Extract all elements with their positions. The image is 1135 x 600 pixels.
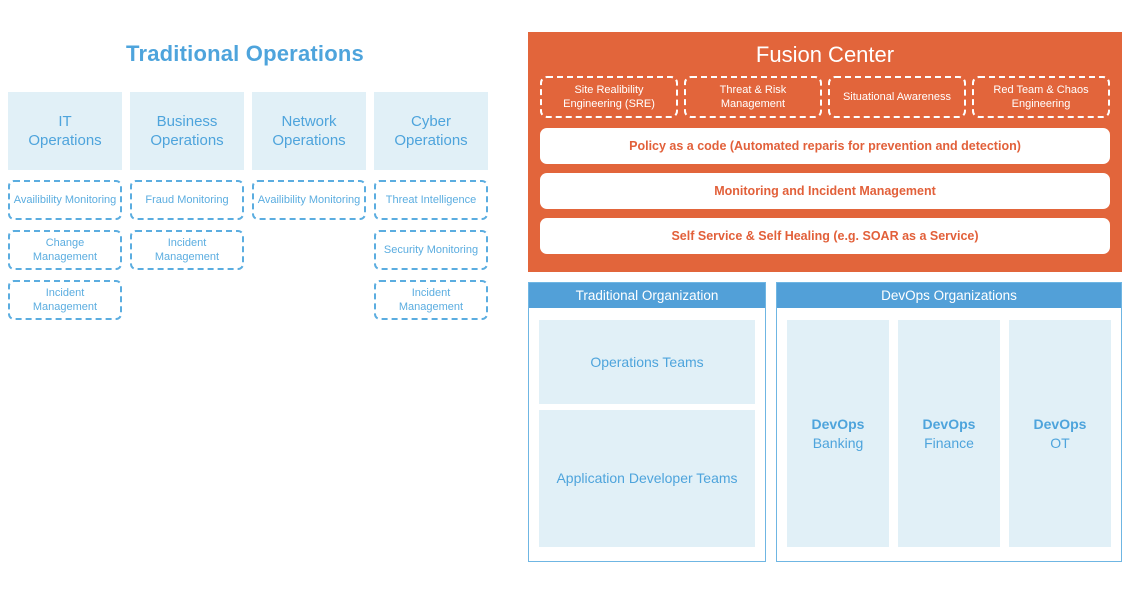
- traditional-organization-header: Traditional Organization: [529, 283, 765, 308]
- ops-item-cyber-1[interactable]: Security Monitoring: [374, 230, 488, 270]
- ops-item-business-0[interactable]: Fraud Monitoring: [130, 180, 244, 220]
- ops-item-it-2[interactable]: Incident Management: [8, 280, 122, 320]
- traditional-team-operations[interactable]: Operations Teams: [539, 320, 755, 404]
- devops-unit-banking-top: DevOps: [811, 415, 865, 432]
- fusion-pillar-sre[interactable]: Site Realibility Engineering (SRE): [540, 76, 678, 118]
- fusion-layer-self-service-self-healing[interactable]: Self Service & Self Healing (e.g. SOAR a…: [540, 218, 1110, 254]
- fusion-center-title: Fusion Center: [755, 42, 895, 67]
- ops-item-cyber-2[interactable]: Incident Management: [374, 280, 488, 320]
- devops-organizations-body: DevOps Banking DevOps Finance DevOps OT: [777, 308, 1121, 561]
- devops-unit-finance[interactable]: DevOps Finance: [898, 320, 1000, 547]
- devops-unit-ot-top: DevOps: [1033, 415, 1087, 432]
- devops-unit-ot-bottom: OT: [1050, 434, 1070, 451]
- traditional-organization-body: Operations Teams Application Developer T…: [529, 308, 765, 561]
- devops-organizations-header: DevOps Organizations: [777, 283, 1121, 308]
- ops-item-network-0[interactable]: Availibility Monitoring: [252, 180, 366, 220]
- devops-organizations-panel: DevOps Organizations DevOps Banking DevO…: [776, 282, 1122, 562]
- fusion-layer-policy-as-a-code[interactable]: Policy as a code (Automated reparis for …: [540, 128, 1110, 164]
- devops-unit-finance-top: DevOps: [922, 415, 976, 432]
- traditional-operations-title: Traditional Operations: [126, 41, 364, 66]
- fusion-pillar-red-team-chaos-engineering[interactable]: Red Team & Chaos Engineering: [972, 76, 1110, 118]
- ops-item-it-1[interactable]: Change Management: [8, 230, 122, 270]
- fusion-center-layers: Policy as a code (Automated reparis for …: [540, 128, 1110, 254]
- traditional-team-application-developer[interactable]: Application Developer Teams: [539, 410, 755, 547]
- fusion-center-pillars: Site Realibility Engineering (SRE) Threa…: [540, 76, 1110, 118]
- fusion-center-panel: Fusion Center Site Realibility Engineeri…: [528, 32, 1122, 272]
- fusion-pillar-situational-awareness[interactable]: Situational Awareness: [828, 76, 966, 118]
- devops-unit-finance-bottom: Finance: [924, 434, 974, 451]
- ops-item-cyber-0[interactable]: Threat Intelligence: [374, 180, 488, 220]
- devops-unit-ot[interactable]: DevOps OT: [1009, 320, 1111, 547]
- organizations-row: Traditional Organization Operations Team…: [528, 282, 1122, 562]
- fusion-pillar-threat-risk-management[interactable]: Threat & Risk Management: [684, 76, 822, 118]
- fusion-layer-monitoring-incident-management[interactable]: Monitoring and Incident Management: [540, 173, 1110, 209]
- devops-unit-banking[interactable]: DevOps Banking: [787, 320, 889, 547]
- ops-item-it-0[interactable]: Availibility Monitoring: [8, 180, 122, 220]
- traditional-organization-panel: Traditional Organization Operations Team…: [528, 282, 766, 562]
- ops-item-business-1[interactable]: Incident Management: [130, 230, 244, 270]
- devops-unit-banking-bottom: Banking: [812, 434, 864, 451]
